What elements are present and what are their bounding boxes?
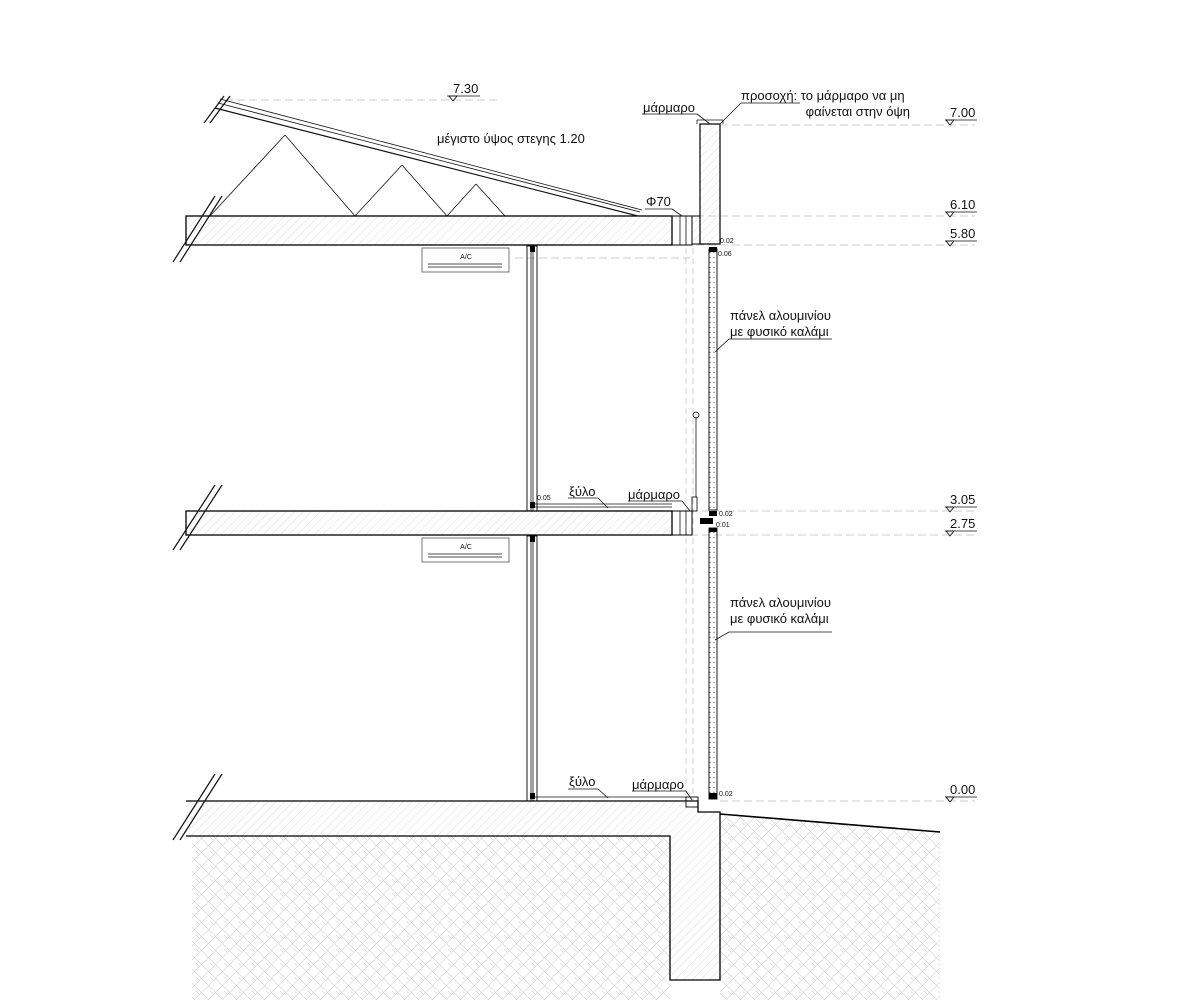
earth-fill bbox=[192, 814, 940, 1000]
wood-ground-floor-label: ξύλο bbox=[569, 774, 595, 789]
level-3-05: 3.05 bbox=[950, 492, 975, 507]
leader-lines bbox=[568, 102, 832, 801]
parapet bbox=[691, 119, 724, 245]
panel-lower-line-1: πάνελ αλουμινίου bbox=[730, 595, 831, 610]
gutter-label: Φ70 bbox=[646, 194, 671, 209]
level-2-75: 2.75 bbox=[950, 516, 975, 531]
level-6-10: 6.10 bbox=[950, 197, 975, 212]
marble-ground-floor-label: μάρμαρο bbox=[632, 777, 684, 792]
wood-first-floor-label: ξύλο bbox=[569, 484, 595, 499]
ground-slab-foundation bbox=[172, 773, 941, 981]
roof-slab bbox=[172, 195, 693, 263]
level-markers bbox=[447, 95, 977, 803]
level-7-00: 7.00 bbox=[950, 105, 975, 120]
dim-0-02-bottom: 0.02 bbox=[719, 791, 733, 798]
max-roof-height-label: μέγιστο ύψος στεγης 1.20 bbox=[437, 131, 585, 146]
roof-truss bbox=[203, 95, 643, 217]
level-guide-lines bbox=[225, 99, 975, 802]
ac-lower-label: A/C bbox=[460, 544, 472, 551]
dim-0-02-mid: 0.02 bbox=[719, 511, 733, 518]
facade-panels bbox=[708, 247, 718, 800]
level-5-80: 5.80 bbox=[950, 226, 975, 241]
marble-first-floor-label: μάρμαρο bbox=[628, 487, 680, 502]
ac-unit-lower bbox=[421, 537, 510, 563]
warning-line-2: φαίνεται στην όψη bbox=[806, 104, 910, 119]
level-7-30: 7.30 bbox=[453, 81, 478, 96]
first-floor-slab bbox=[172, 411, 713, 551]
ac-upper-label: A/C bbox=[460, 254, 472, 261]
interior-glazing bbox=[526, 245, 538, 802]
panel-upper-line-1: πάνελ αλουμινίου bbox=[730, 308, 831, 323]
panel-lower-line-2: με φυσικό καλάμι bbox=[730, 611, 829, 626]
warning-line-1: προσοχή: το μάρμαρο να μη bbox=[741, 88, 905, 103]
panel-upper-line-2: με φυσικό καλάμι bbox=[730, 324, 829, 339]
dim-0-01: 0.01 bbox=[716, 522, 730, 529]
ac-unit-upper bbox=[421, 247, 510, 273]
dim-0-05: 0.05 bbox=[537, 495, 551, 502]
level-0-00: 0.00 bbox=[950, 782, 975, 797]
dim-0-06: 0.06 bbox=[718, 251, 732, 258]
marble-top-label: μάρμαρο bbox=[643, 100, 695, 115]
dim-0-02-top: 0.02 bbox=[720, 238, 734, 245]
